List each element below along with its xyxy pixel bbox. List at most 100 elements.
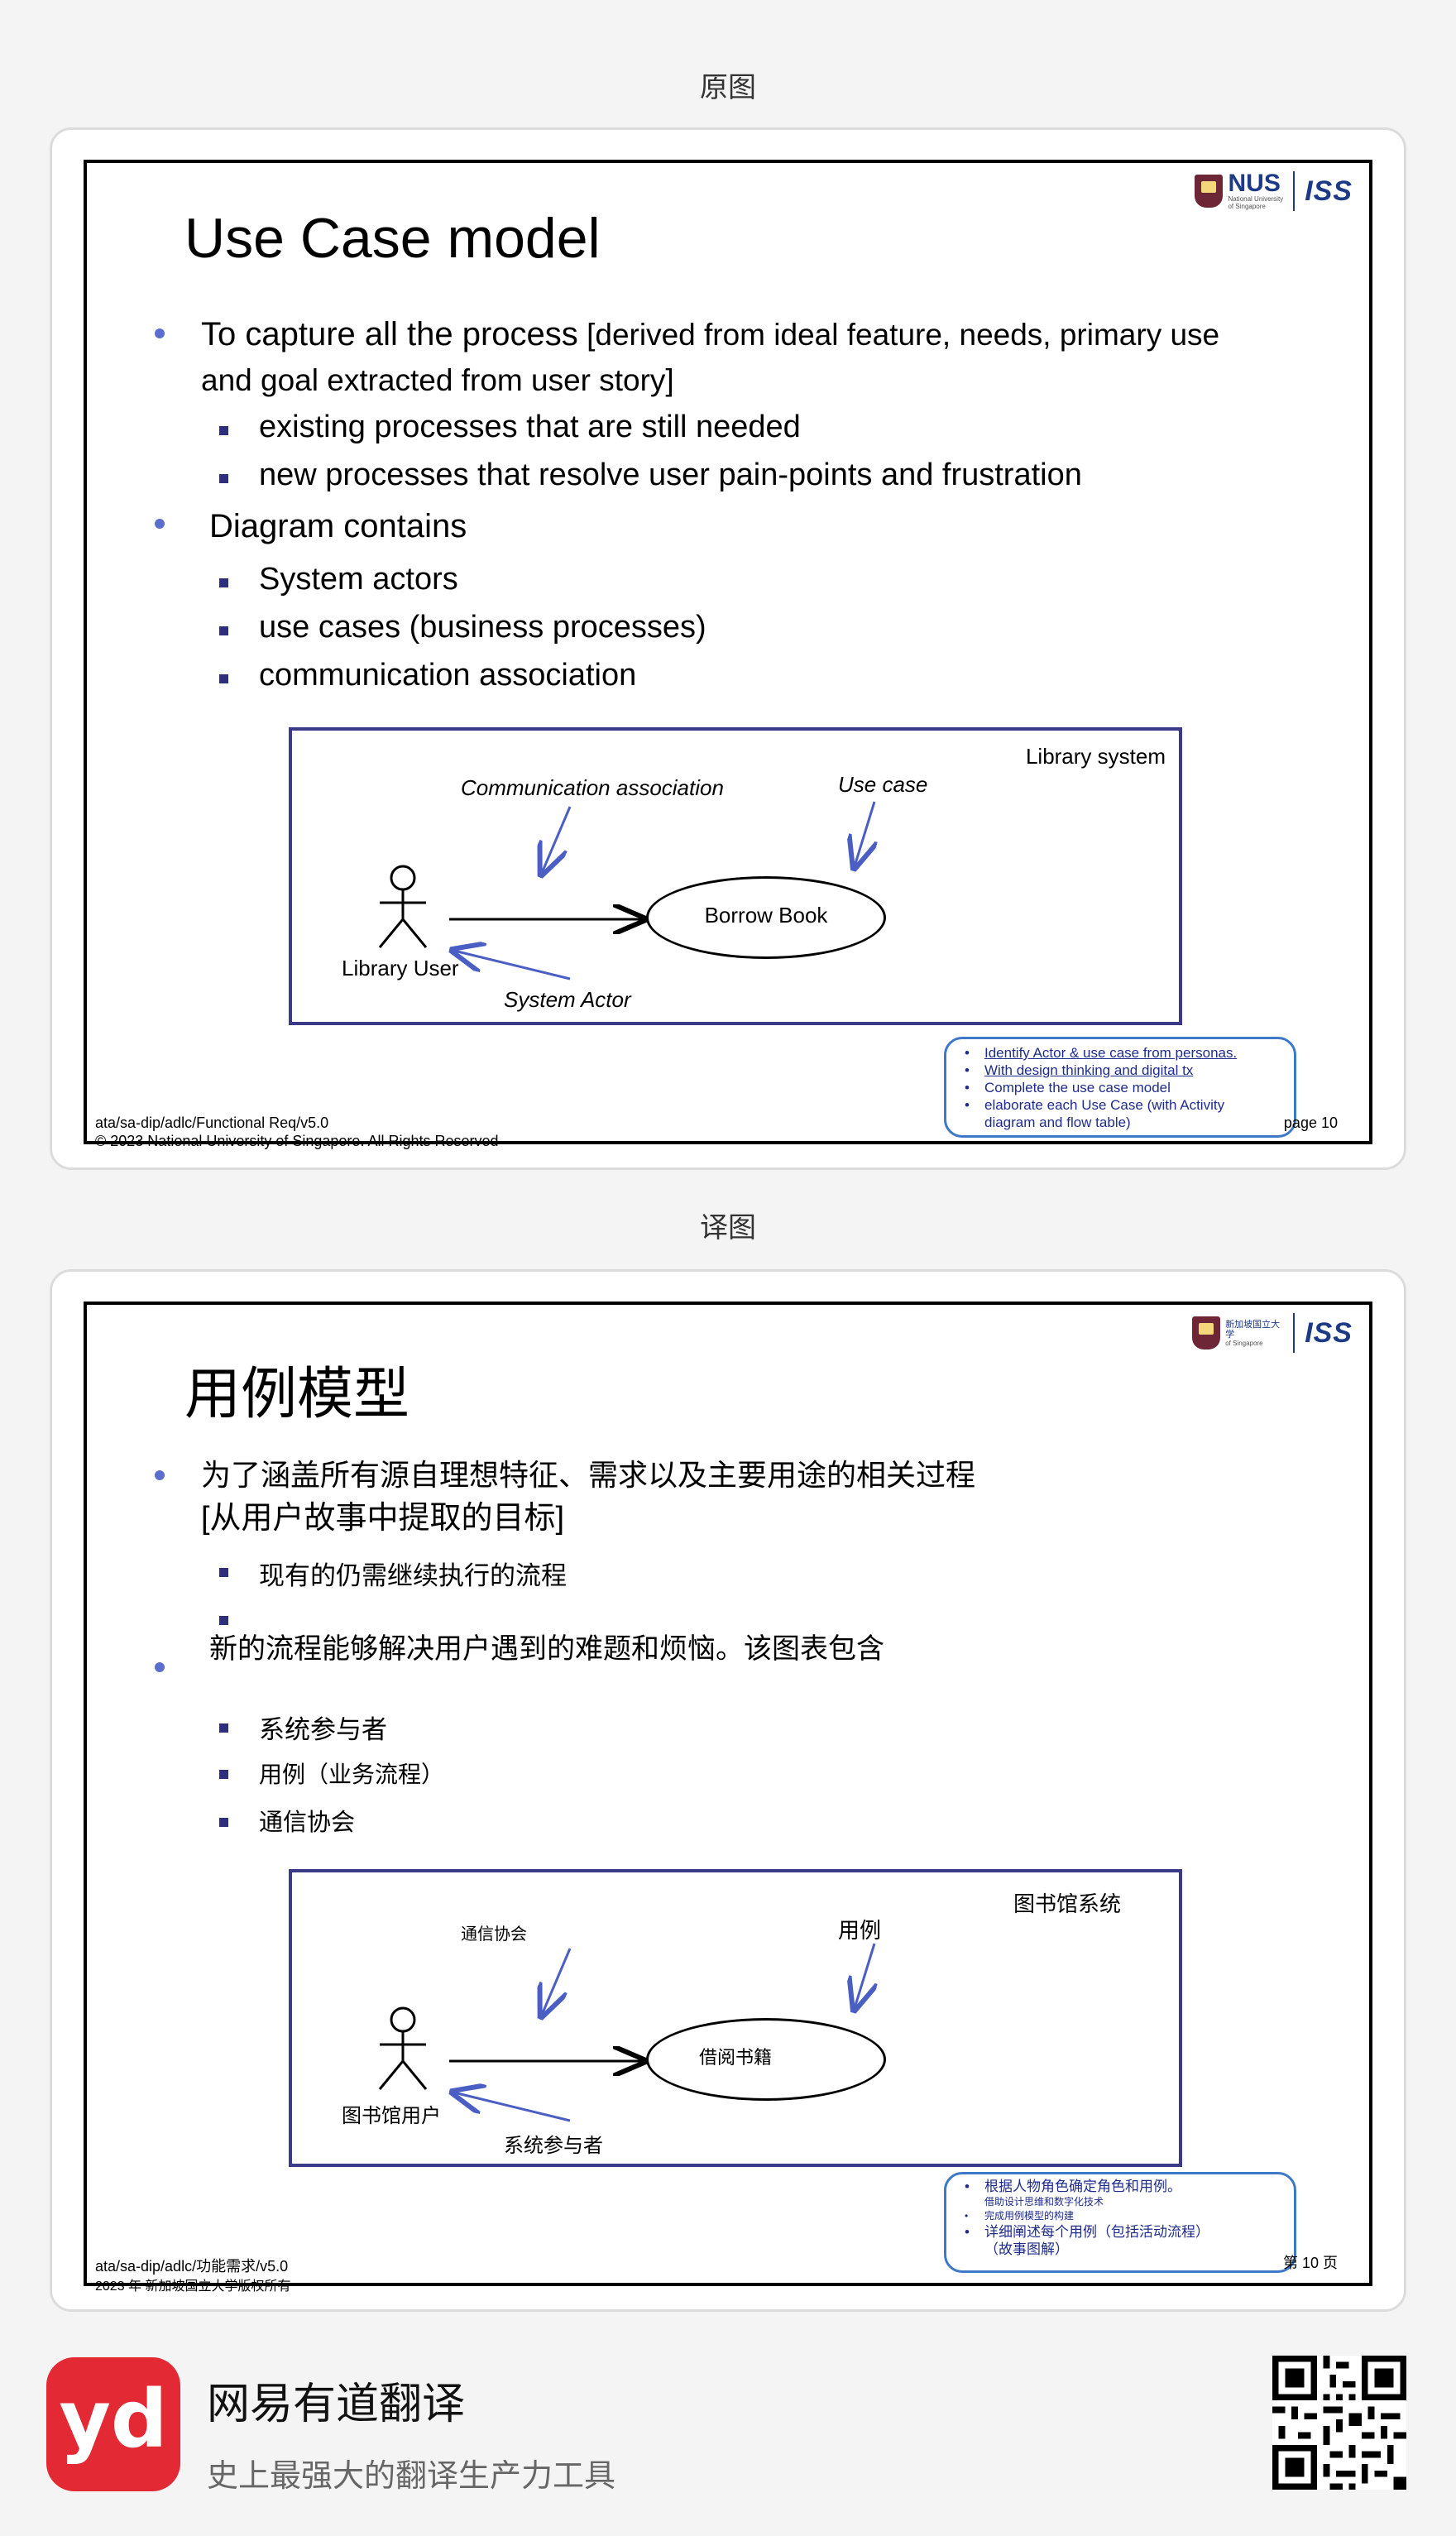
bullet-dot: [155, 519, 165, 529]
usecase-pointer-arrow: [855, 801, 874, 866]
sub-bullet: [219, 626, 228, 635]
actor-stick-figure-icon: [378, 865, 428, 948]
note-box: Identify Actor & use case from personas.…: [944, 1037, 1296, 1138]
comm-pointer-arrow: [542, 1948, 572, 2015]
nus-iss-logo: NUS National University of Singapore ISS: [1195, 171, 1353, 211]
sub-bullet: [219, 578, 228, 587]
translated-slide: 新加坡国立大学 of Singapore ISS 用例模型 为了涵盖所有源自理想…: [84, 1302, 1372, 2294]
actor-stick-figure-icon: [378, 2006, 428, 2090]
use-case-label: Use case: [838, 772, 928, 797]
translated-label: 译图: [700, 1212, 756, 1244]
note-item-3: 详细阐述每个用例（包括活动流程）: [960, 2223, 1281, 2241]
note-item-2: With design thinking and digital tx: [960, 1062, 1281, 1079]
sub-item-1: existing processes that are still needed: [259, 410, 801, 444]
sub-bullet: [219, 1818, 228, 1827]
sub-item-4: use cases (business processes): [259, 610, 706, 645]
bullet-2: Diagram contains: [209, 508, 467, 544]
bullet-1: To capture all the process [derived from…: [201, 312, 1326, 403]
sub-item-5: 通信协会: [259, 1810, 356, 1836]
bullet-1-bracket: [derived from ideal feature, needs, prim…: [577, 318, 1220, 352]
nus-logo-subtext: of Singapore: [1225, 1339, 1263, 1347]
logo-divider: [1293, 171, 1296, 211]
system-boundary-label: 图书馆系统: [1013, 1891, 1122, 1916]
logo-divider: [1293, 1313, 1296, 1353]
iss-logo-text: ISS: [1305, 175, 1353, 207]
sub-bullet: [219, 1770, 228, 1779]
note-item-1: Identify Actor & use case from personas.: [960, 1044, 1281, 1062]
page-number: page 10: [1283, 1115, 1338, 1131]
bullet-1: 为了涵盖所有源自理想特征、需求以及主要用途的相关过程 [从用户故事中提取的目标]: [201, 1454, 975, 1540]
note-item-1-cont: 借助设计思维和数字化技术: [984, 2196, 1104, 2208]
footer-copyright: © 2023 National University of Singapore.…: [95, 1133, 499, 1149]
iss-logo-text: ISS: [1305, 1316, 1353, 1349]
youdao-logo-icon: yd: [46, 2357, 180, 2491]
footer-path: ata/sa-dip/adlc/Functional Req/v5.0: [95, 1115, 329, 1131]
sub-bullet: [219, 1568, 228, 1577]
nus-crest-icon: [1192, 1316, 1221, 1349]
system-boundary-label: Library system: [1025, 744, 1166, 769]
use-case-label: 用例: [838, 1918, 882, 1943]
note-item-1: 根据人物角色确定角色和用例。: [960, 2178, 1281, 2195]
nus-logo-subtext-2: of Singapore: [1228, 203, 1266, 210]
actor-pointer-arrow: [454, 951, 571, 980]
bullet-dot: [155, 1662, 165, 1672]
use-case-diagram: Library system Communication association…: [289, 727, 1182, 1025]
note-item-4: elaborate each Use Case (with Activity: [960, 1096, 1281, 1114]
sub-bullet: [219, 474, 228, 483]
qr-code-icon: [1272, 2356, 1406, 2490]
actor-name: Library User: [342, 956, 459, 980]
page-number: 第 10 页: [1282, 2255, 1338, 2271]
bullet-1-line-2: [从用户故事中提取的目标]: [201, 1501, 565, 1536]
system-actor-label: 系统参与者: [504, 2135, 603, 2157]
nus-logo-text: 新加坡国立大学: [1225, 1319, 1281, 1340]
sub-item-1: 现有的仍需继续执行的流程: [259, 1561, 567, 1590]
sub-item-3: 系统参与者: [259, 1715, 387, 1744]
note-item-4-cont: diagram and flow table): [984, 1115, 1131, 1130]
nus-iss-logo: 新加坡国立大学 of Singapore ISS: [1192, 1313, 1353, 1353]
communication-association-label: 通信协会: [461, 1925, 527, 1944]
note-item-3: Complete the use case model: [960, 1079, 1281, 1096]
sub-item-4: 用例（业务流程）: [259, 1762, 445, 1787]
footer-copyright: 2023 年 新加坡国立大学版权所有: [95, 2280, 291, 2294]
bullet-1-main: To capture all the process: [201, 316, 578, 352]
bullet-dot: [155, 1470, 165, 1480]
translated-card: 新加坡国立大学 of Singapore ISS 用例模型 为了涵盖所有源自理想…: [50, 1269, 1406, 2312]
slide-title: 用例模型: [184, 1363, 410, 1426]
comm-pointer-arrow: [542, 806, 572, 873]
note-item-2: 完成用例模型的构建: [960, 2208, 1281, 2223]
original-card: NUS National University of Singapore ISS…: [50, 127, 1406, 1170]
footer-path: ata/sa-dip/adlc/功能需求/v5.0: [95, 2258, 289, 2275]
note-box: 根据人物角色确定角色和用例。 借助设计思维和数字化技术 完成用例模型的构建 详细…: [944, 2172, 1296, 2273]
original-slide: NUS National University of Singapore ISS…: [84, 160, 1372, 1149]
system-actor-label: System Actor: [504, 987, 631, 1012]
nus-logo-text: NUS: [1228, 170, 1281, 197]
use-case-name: Borrow Book: [704, 903, 828, 928]
sub-item-2: new processes that resolve user pain-poi…: [259, 458, 1082, 492]
brand-bar: yd 网易有道翻译 史上最强大的翻译生产力工具: [0, 2329, 1456, 2536]
sub-bullet: [219, 426, 228, 435]
usecase-pointer-arrow: [855, 1943, 874, 2008]
use-case-diagram: 图书馆系统 通信协会 用例 借阅书籍 图书馆用户 系统参与者: [289, 1869, 1182, 2167]
nus-logo-subtext-1: National University: [1228, 195, 1284, 203]
sub-bullet: [219, 1616, 228, 1625]
original-label: 原图: [700, 72, 756, 103]
slide-title: Use Case model: [184, 207, 601, 270]
sub-bullet: [219, 674, 228, 683]
diagram-lines: [378, 1943, 1179, 2122]
sub-item-5: communication association: [259, 658, 637, 693]
bullet-1-line-2: and goal extracted from user story]: [201, 363, 674, 397]
sub-bullet: [219, 1723, 228, 1733]
bullet-2: 新的流程能够解决用户遇到的难题和烦恼。该图表包含: [209, 1633, 884, 1665]
brand-slogan: 史上最强大的翻译生产力工具: [207, 2459, 616, 2494]
sub-item-3: System actors: [259, 562, 458, 597]
note-item-3-cont: （故事图解）: [984, 2241, 1069, 2257]
nus-crest-icon: [1195, 175, 1224, 208]
communication-association-label: Communication association: [461, 775, 724, 800]
actor-pointer-arrow: [454, 2093, 571, 2122]
actor-name: 图书馆用户: [342, 2105, 441, 2127]
use-case-name: 借阅书籍: [699, 2047, 773, 2068]
bullet-1-line-1: 为了涵盖所有源自理想特征、需求以及主要用途的相关过程: [201, 1458, 976, 1492]
diagram-lines: [378, 801, 1179, 980]
bullet-dot: [155, 328, 165, 338]
brand-name: 网易有道翻译: [207, 2380, 466, 2428]
